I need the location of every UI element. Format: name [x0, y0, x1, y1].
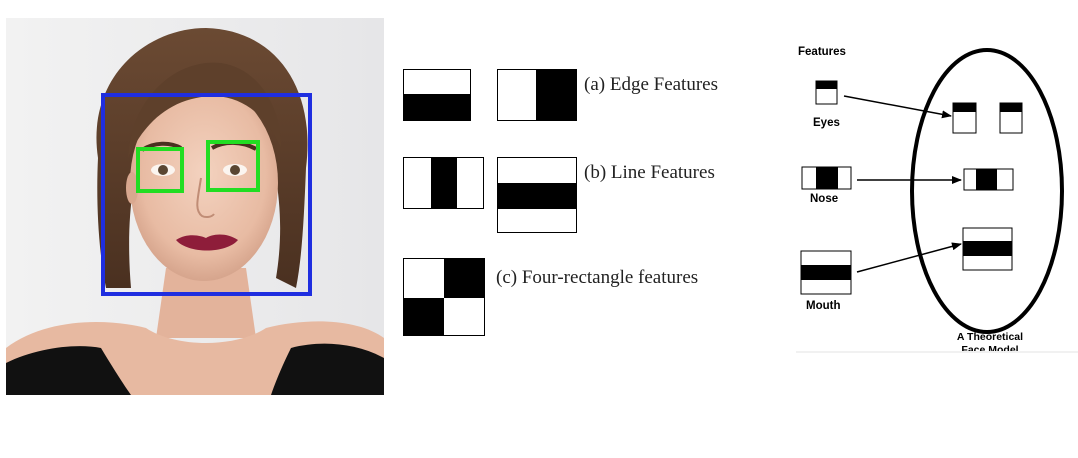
left-eye-detection-box: [136, 147, 184, 193]
face-model-caption-line1: A Theoretical: [956, 331, 1024, 343]
mouth-arrow: [856, 242, 962, 273]
face-oval: [910, 48, 1064, 334]
mouth-feature-template: [800, 250, 852, 295]
four-rectangle-feature: [403, 258, 485, 336]
eyes-arrow: [843, 95, 952, 119]
face-model-caption: A Theoretical Face Model: [935, 331, 1045, 357]
edge-feature-vertical: [497, 69, 577, 121]
line-features-label: (b) Line Features: [584, 162, 715, 183]
face-left-eye: [952, 102, 977, 134]
face-model-diagram: [800, 48, 1064, 334]
edge-features-label: (a) Edge Features: [584, 74, 718, 95]
eyes-label: Eyes: [813, 117, 840, 129]
divider: [796, 351, 1078, 353]
edge-feature-horizontal: [403, 69, 471, 121]
right-eye-detection-box: [206, 140, 260, 192]
four-rectangle-features-label: (c) Four-rectangle features: [496, 267, 699, 288]
face-right-eye: [999, 102, 1023, 134]
features-heading: Features: [798, 46, 846, 58]
face-model-caption-line2: Face Model: [961, 344, 1019, 356]
line-feature-horizontal: [497, 157, 577, 233]
face-mouth: [962, 227, 1013, 271]
mouth-label: Mouth: [806, 300, 841, 312]
eyes-feature-template: [815, 80, 838, 105]
nose-feature-template: [801, 166, 852, 190]
line-feature-vertical: [403, 157, 484, 209]
face-photo: [6, 18, 384, 395]
nose-label: Nose: [810, 193, 839, 205]
face-detection-box: [101, 93, 312, 296]
face-nose: [963, 168, 1014, 191]
